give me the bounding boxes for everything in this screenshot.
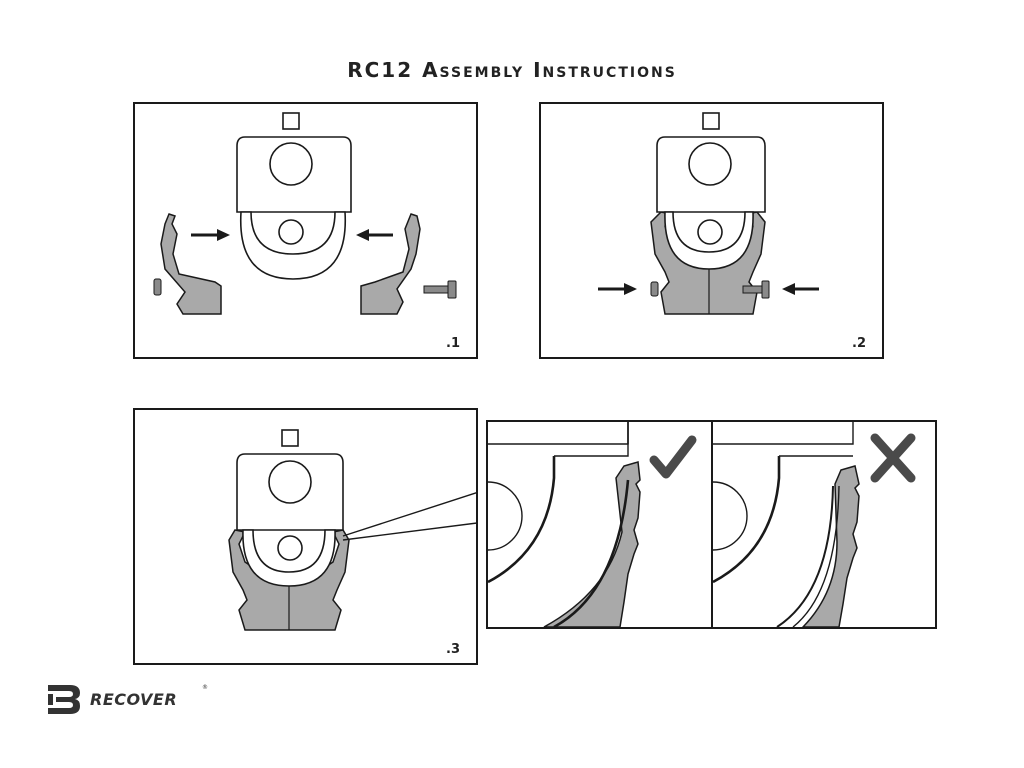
callout-line	[342, 492, 476, 537]
cross-icon	[870, 433, 916, 483]
grip-edge	[543, 461, 641, 627]
left-grip-half	[160, 213, 222, 315]
callout-line	[342, 522, 476, 541]
registered-mark: ®	[202, 684, 208, 691]
slide-body	[236, 429, 344, 587]
check-icon	[649, 435, 697, 479]
detail-correct-diagram	[488, 422, 697, 627]
arrows	[191, 229, 393, 241]
pin	[153, 278, 162, 296]
step-3-diagram	[228, 429, 476, 631]
step-1-panel: .1	[133, 102, 478, 359]
slide-body	[656, 112, 766, 270]
right-grip-half	[360, 213, 421, 315]
brand-name: RECOVER	[90, 690, 178, 709]
step-3-panel: .3	[133, 408, 478, 665]
recover-logo-icon	[48, 685, 80, 714]
step-2-diagram	[598, 112, 819, 315]
detail-incorrect-diagram	[713, 422, 916, 627]
slide-body	[236, 112, 352, 280]
brand-logo: RECOVER ®	[44, 681, 214, 717]
detail-correct-panel	[486, 420, 713, 629]
screw	[742, 280, 770, 299]
grip-edge	[801, 465, 860, 627]
detail-incorrect-panel	[711, 420, 937, 629]
page-title: RC12 Assembly Instructions	[347, 58, 677, 82]
step-3-label: .3	[446, 642, 460, 657]
step-1-label: .1	[446, 336, 460, 351]
arrows	[598, 283, 819, 295]
step-2-label: .2	[852, 336, 866, 351]
screw	[423, 280, 457, 299]
pin	[650, 281, 659, 297]
step-2-panel: .2	[539, 102, 884, 359]
step-1-diagram	[153, 112, 457, 315]
